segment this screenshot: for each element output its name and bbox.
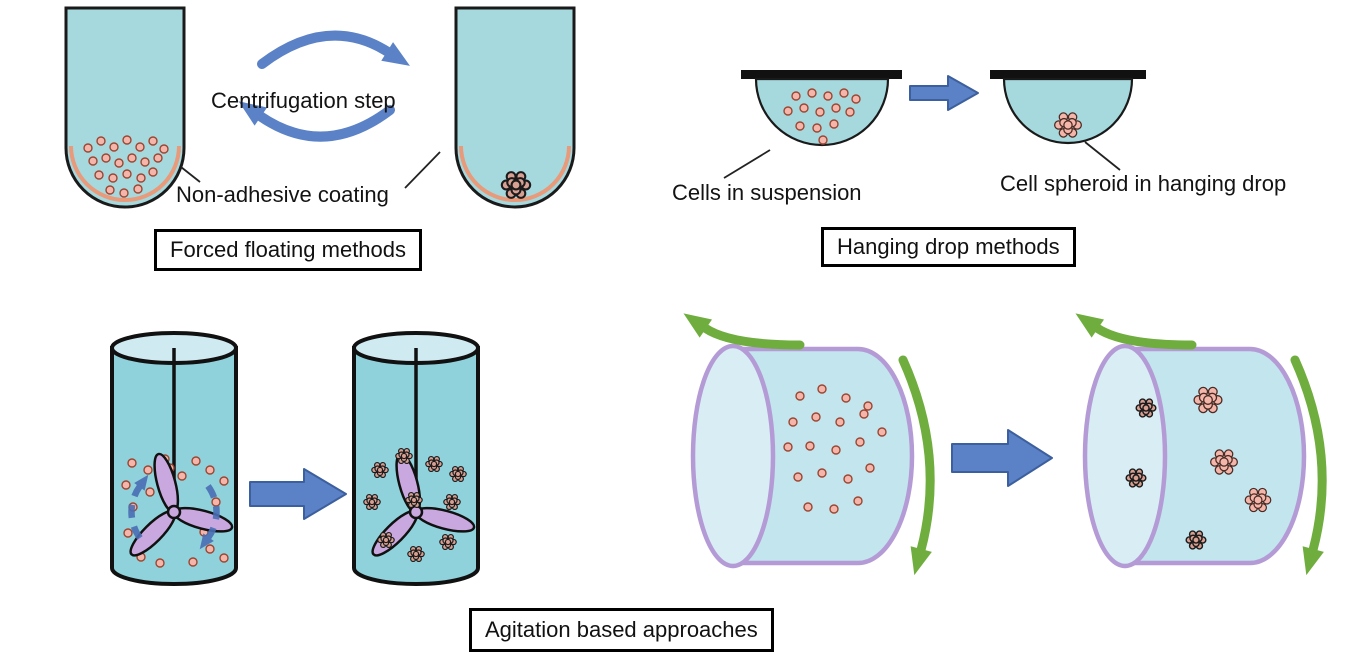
centrifugation-cycle-arrows xyxy=(238,30,410,142)
coating-pointer-line-right xyxy=(404,151,441,189)
rotating-vessel-panel xyxy=(683,313,1327,576)
impeller xyxy=(129,452,234,557)
tube-body xyxy=(454,6,576,209)
spinner-flask-spheroids xyxy=(352,331,480,586)
non-adhesive-coating-layer xyxy=(69,145,181,202)
progress-arrow-spinner xyxy=(249,468,347,520)
impeller-hub xyxy=(166,504,182,520)
hanging-drop-suspension xyxy=(741,70,902,147)
hanging-drop-spheroid xyxy=(990,70,1146,145)
non-adhesive-coating-label: Non-adhesive coating xyxy=(176,182,389,207)
hanging-drop-panel xyxy=(723,70,1146,179)
rotation-arrow-side xyxy=(898,355,935,576)
progress-arrow-hanging xyxy=(909,75,979,111)
rotation-arrow-top xyxy=(683,313,805,350)
coverslip-bar xyxy=(741,70,902,79)
progress-arrow-vessel xyxy=(951,429,1053,487)
spinner-flask-panel xyxy=(110,331,480,586)
spinner-flask-cells xyxy=(110,331,238,586)
rotating-vessel-spheroids xyxy=(1075,313,1327,576)
vessel-face xyxy=(1082,343,1168,569)
suspension-pointer-line xyxy=(723,149,771,179)
cycle-arrow-top xyxy=(257,30,410,69)
stir-rotation-arrows xyxy=(128,474,220,550)
cycle-arrow-bottom xyxy=(238,101,395,142)
cells-in-suspension-label: Cells in suspension xyxy=(672,180,862,205)
spheroid-pointer-line xyxy=(1084,141,1121,171)
coverslip-bar xyxy=(990,70,1146,79)
vessel-face xyxy=(690,343,776,569)
hanging-drop-title-box: Hanging drop methods xyxy=(821,227,1076,267)
drop-body xyxy=(1002,77,1134,145)
non-adhesive-coating-layer xyxy=(459,145,571,202)
rotating-vessel-cells xyxy=(683,313,935,576)
cell-spheroid xyxy=(1054,112,1082,138)
tube-cells-suspension xyxy=(64,6,186,209)
coating-pointer-line-left xyxy=(180,166,201,183)
rotation-arrow-top xyxy=(1075,313,1197,350)
tube-spheroid xyxy=(454,6,576,209)
pelleted-spheroid xyxy=(500,171,532,199)
agitation-title-box: Agitation based approaches xyxy=(469,608,774,652)
rotation-arrow-side xyxy=(1290,355,1327,576)
centrifugation-step-label: Centrifugation step xyxy=(211,88,396,113)
cell-spheroid-label: Cell spheroid in hanging drop xyxy=(1000,171,1287,196)
forced-floating-title-box: Forced floating methods xyxy=(154,229,423,271)
forced-floating-panel xyxy=(64,6,576,209)
